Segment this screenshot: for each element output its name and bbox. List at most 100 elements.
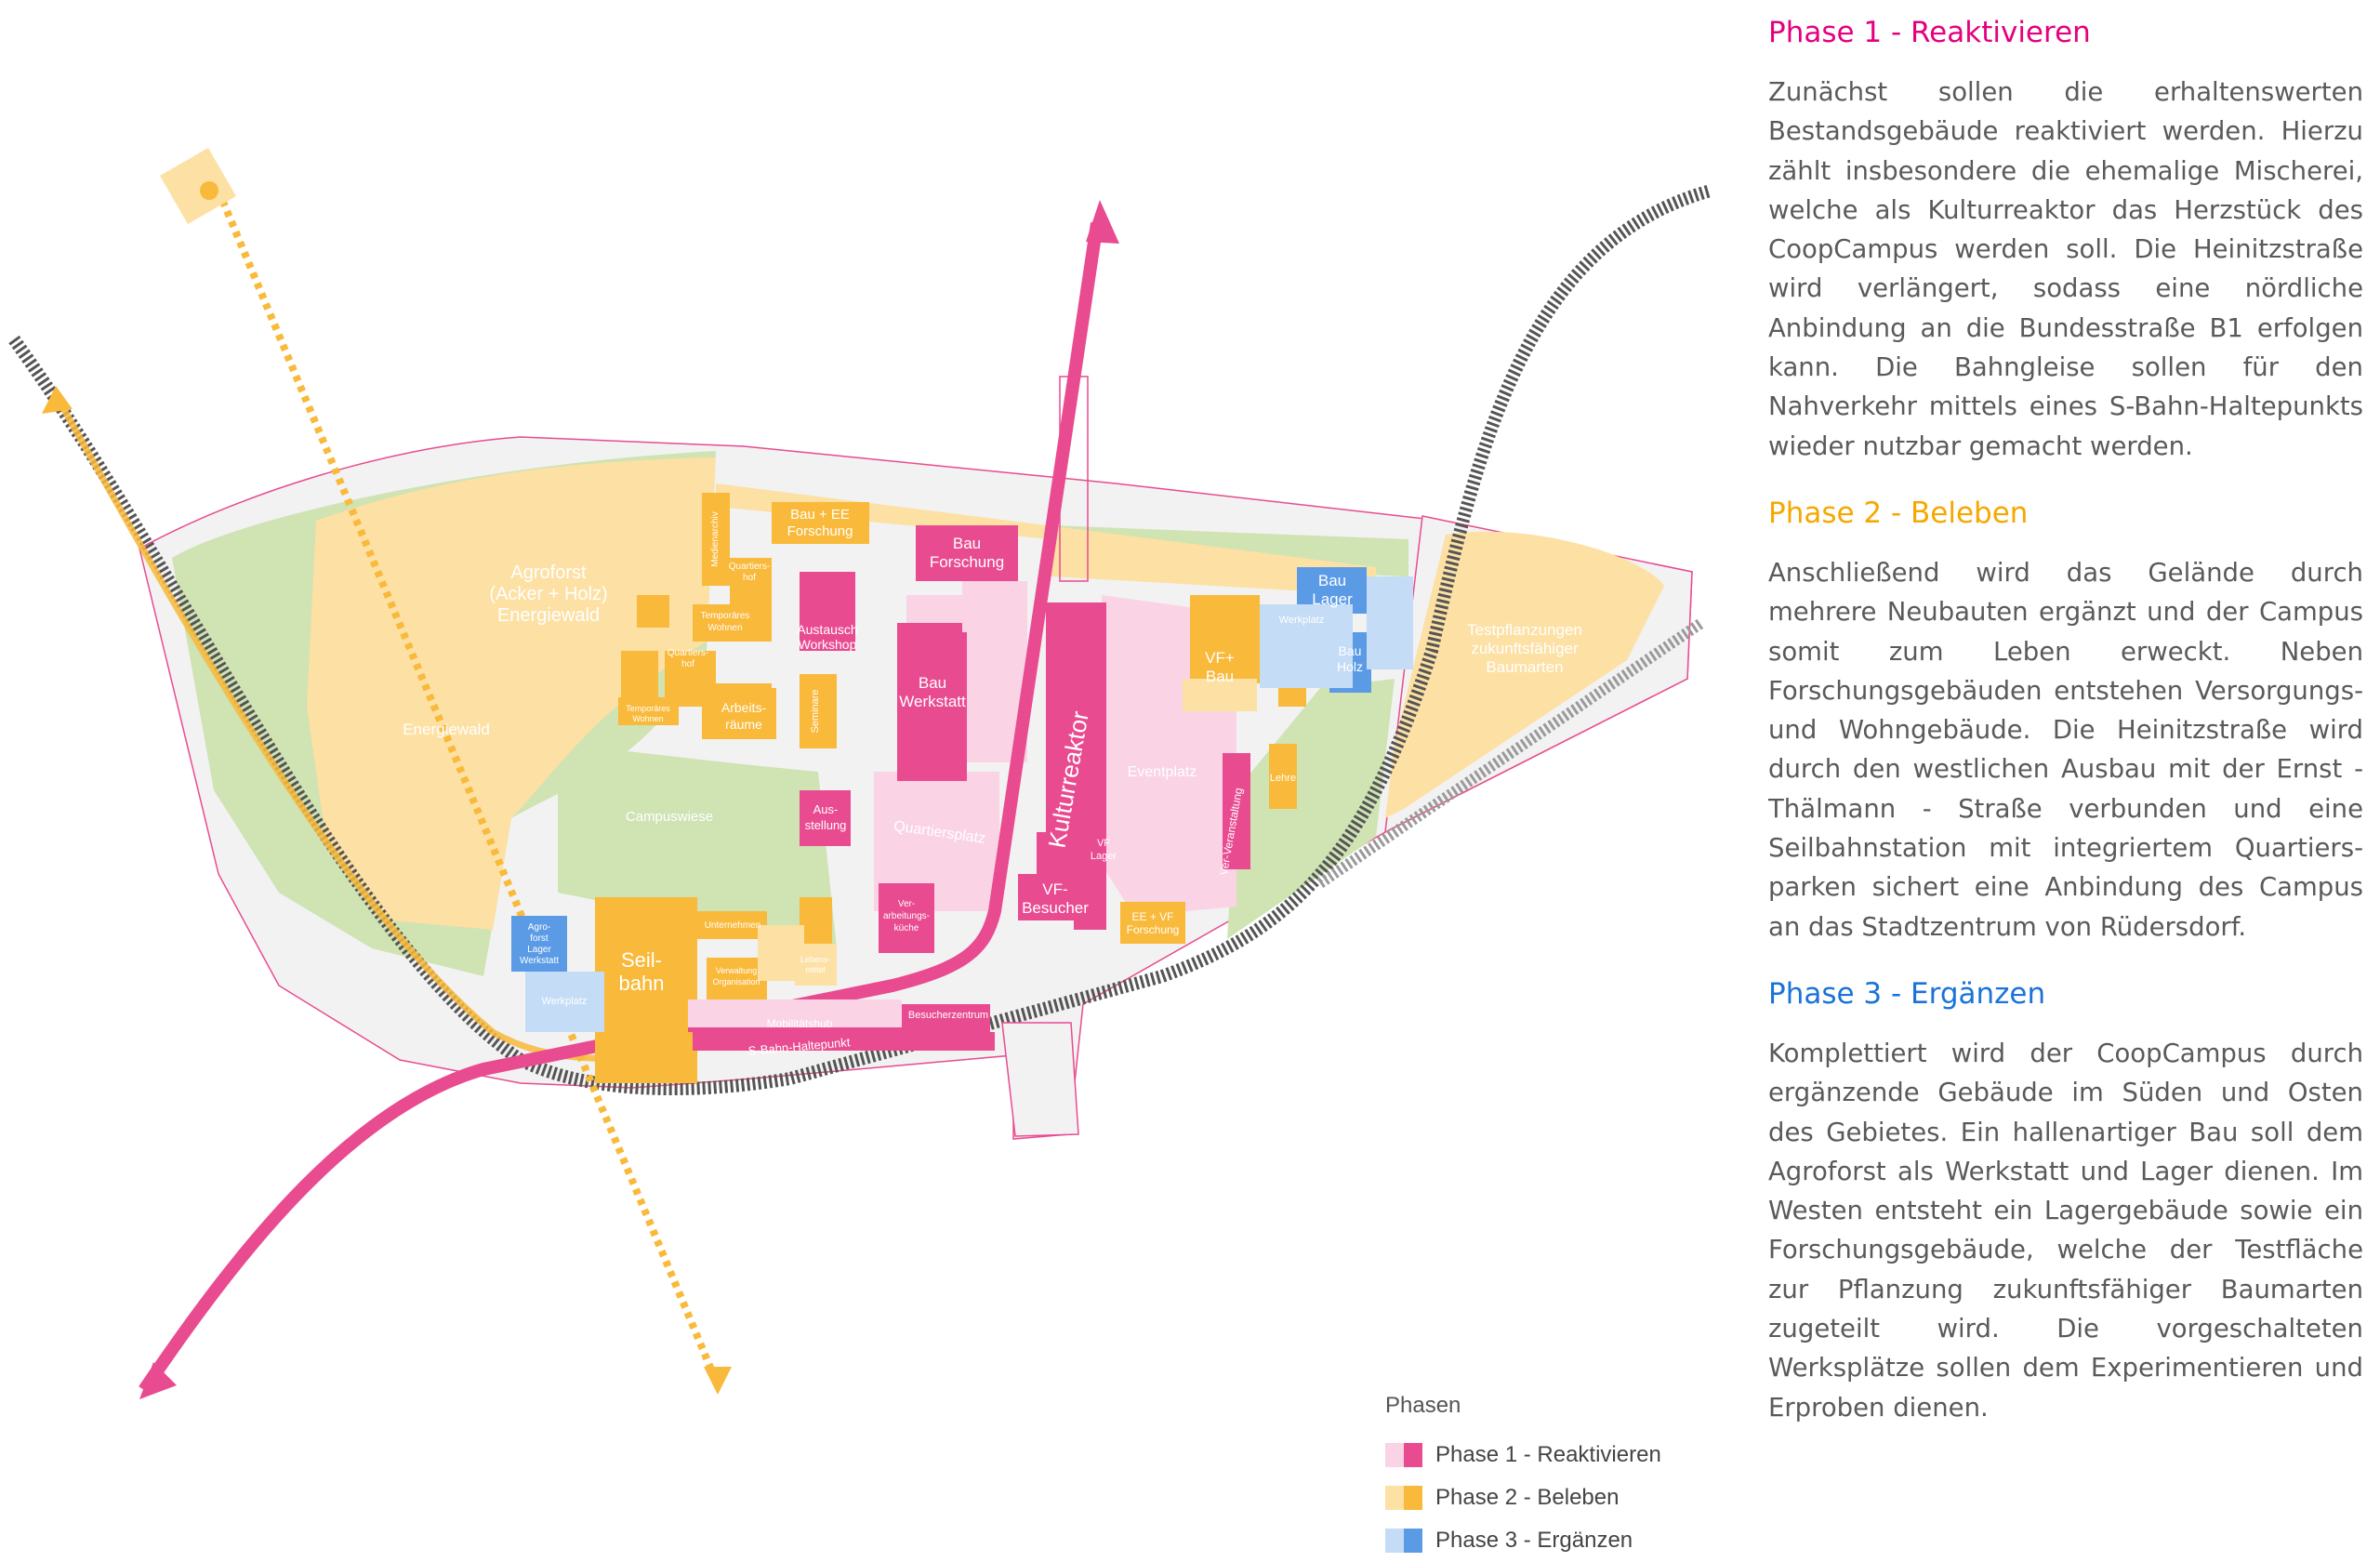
- label-lehre: Lehre: [1270, 773, 1296, 784]
- label-quartiershof-2: hof: [743, 573, 756, 583]
- label-austausch-2: Workshop: [799, 637, 857, 652]
- label-vf-bau-2: Bau: [1206, 668, 1234, 685]
- label-campuswiese: Campuswiese: [626, 809, 713, 825]
- phase-3-title: Phase 3 - Ergänzen: [1768, 976, 2046, 1011]
- green-east: [1227, 679, 1395, 939]
- south-road-outline: [1001, 1022, 1079, 1137]
- railway-main: [8, 184, 1712, 1096]
- label-unternehmen: Unternehmen: [705, 920, 761, 931]
- agroforst-area: [307, 457, 716, 930]
- map-legend: Phasen Phase 1 - Reaktivieren Phase 2 - …: [1385, 1393, 1720, 1562]
- label-werkplatz-2: Werkplatz: [542, 996, 588, 1007]
- main-road-south-arrow: [139, 1362, 177, 1399]
- main-road-north-arrow: [1086, 200, 1119, 244]
- label-agroforst-lager-3: Lager: [527, 945, 551, 955]
- label-bau-forschung-1: Bau: [953, 535, 981, 552]
- label-vf-besucher-1: VF-: [1042, 880, 1067, 898]
- phase3-light-buildings: [525, 576, 1413, 1032]
- phase2-light-buildings: [758, 679, 1257, 986]
- label-seilbahn-2: bahn: [619, 972, 665, 995]
- label-bau-werkstatt-2: Werkstatt: [899, 693, 966, 710]
- testpflanzungen-area: [1385, 531, 1664, 818]
- legend-swatch-phase3: [1404, 1529, 1422, 1553]
- phase-3-text: Komplettiert wird der CoopCampus durch e…: [1768, 1038, 2363, 1423]
- label-ee-vf-1: EE + VF: [1131, 910, 1173, 923]
- label-verwaltung-1: Verwaltung: [716, 966, 758, 975]
- phase1-buildings: [688, 525, 1250, 1051]
- label-testpflanzungen-2: zukunftsfähiger: [1471, 640, 1579, 657]
- label-ausstellung-1: Aus-: [813, 802, 839, 816]
- north-road-outline: [1059, 376, 1089, 582]
- label-agroforst-3: Energiewald: [497, 605, 600, 626]
- phase-1-title: Phase 1 - Reaktivieren: [1768, 16, 2091, 49]
- legend-label-phase-2: Phase 2 - Beleben: [1435, 1485, 1620, 1510]
- label-eventplatz: Eventplatz: [1128, 764, 1197, 780]
- label-ee-vf-2: Forschung: [1127, 923, 1180, 936]
- label-bau-forschung-2: Forschung: [930, 553, 1004, 571]
- seilbahn-north-station: [160, 148, 236, 224]
- label-vf-lager-2: Lager: [1091, 851, 1117, 862]
- legend-row-phase-1: Phase 1 - Reaktivieren: [1385, 1434, 1720, 1476]
- label-quartiershof2-1: Quartiers-: [668, 648, 708, 658]
- label-agroforst-lager-4: Werkstatt: [520, 956, 559, 966]
- site-plan-map: Agroforst (Acker + Holz) Energiewald Ene…: [8, 148, 1712, 1399]
- label-austausch-1: Austausch: [797, 622, 857, 637]
- label-medienarchiv: Medienarchiv: [710, 511, 721, 566]
- label-verarbeitung-3: küche: [894, 923, 919, 933]
- label-arbeitsraeume-1: Arbeits-: [721, 700, 767, 715]
- label-bau-werkstatt-1: Bau: [919, 674, 946, 692]
- label-bau-ee-2: Forschung: [787, 523, 853, 539]
- label-agroforst-2: (Acker + Holz): [489, 584, 607, 604]
- phase-description-panel: Phase 1 - Reaktivieren Zunächst sollen d…: [1768, 11, 2363, 1453]
- legend-swatch-phase1: [1404, 1443, 1422, 1467]
- legend-label-phase-1: Phase 1 - Reaktivieren: [1435, 1442, 1661, 1467]
- legend-swatch-phase2-light: [1385, 1486, 1404, 1510]
- label-quartiershof-1: Quartiers-: [729, 562, 770, 572]
- label-bau-lager-1: Bau: [1318, 572, 1346, 589]
- label-bau-holz-1: Bau: [1339, 643, 1362, 658]
- label-testpflanzungen-1: Testpflanzungen: [1467, 621, 1582, 639]
- label-verarbeitung-2: arbeitungs-: [883, 911, 930, 921]
- label-testpflanzungen-3: Baumarten: [1486, 658, 1563, 676]
- seilbahn-line: [215, 189, 720, 1383]
- phase-2-title: Phase 2 - Beleben: [1768, 496, 2029, 530]
- label-ausstellung-2: stellung: [805, 818, 847, 832]
- label-vf-besucher-2: Besucher: [1022, 899, 1089, 917]
- label-temp-wohnen2-1: Temporäres: [626, 704, 670, 713]
- label-verarbeitung-1: Ver-: [898, 899, 915, 909]
- label-temp-wohnen-1: Temporäres: [701, 611, 750, 621]
- legend-swatch-phase1-light: [1385, 1443, 1404, 1467]
- label-seminare: Seminare: [810, 689, 821, 733]
- west-road-arrow: [42, 386, 73, 414]
- label-bau-lager-2: Lager: [1312, 590, 1353, 608]
- label-agroforst-1: Agroforst: [510, 563, 587, 583]
- label-arbeitsraeume-2: räume: [725, 717, 762, 732]
- legend-swatch-phase3-light: [1385, 1529, 1404, 1553]
- seilbahn-north-dot: [200, 181, 218, 200]
- phase-1-text: Zunächst sollen die erhaltenswerten Best…: [1768, 77, 2363, 461]
- legend-label-phase-3: Phase 3 - Ergänzen: [1435, 1528, 1633, 1553]
- label-vf-lager-1: VF: [1097, 838, 1110, 849]
- map-label-group-light: Agroforst (Acker + Holz) Energiewald Ene…: [403, 507, 1582, 1058]
- label-lebensmittel-1: Lebens-: [800, 955, 831, 964]
- label-besucherzentrum: Besucherzentrum: [908, 1010, 988, 1021]
- main-road: [139, 221, 1104, 1394]
- label-bau-ee-1: Bau + EE: [790, 507, 850, 523]
- railway-east: [1316, 618, 1705, 888]
- label-temp-wohnen-2: Wohnen: [707, 623, 742, 633]
- label-seilbahn-1: Seil-: [621, 948, 662, 972]
- phase1-light-buildings: [688, 581, 1027, 1027]
- label-agroforst-lager-2: forst: [530, 933, 549, 944]
- phase-2-text: Anschließend wird das Gelände durch mehr…: [1768, 557, 2363, 942]
- label-temp-wohnen2-2: Wohnen: [632, 714, 663, 723]
- legend-row-phase-3: Phase 3 - Ergänzen: [1385, 1519, 1720, 1562]
- label-mobilitaet: Mobilitätshub: [767, 1017, 833, 1030]
- legend-row-phase-2: Phase 2 - Beleben: [1385, 1476, 1720, 1519]
- legend-swatch-phase2: [1404, 1486, 1422, 1510]
- label-vf-bau-1: VF+: [1205, 649, 1235, 667]
- label-agroforst-lager-1: Agro-: [528, 922, 550, 933]
- label-bau-holz-2: Holz: [1337, 659, 1363, 674]
- label-werkplatz: Werkplatz: [1279, 615, 1325, 626]
- legend-title: Phasen: [1385, 1393, 1461, 1418]
- label-verwaltung-2: Organisation: [712, 977, 760, 986]
